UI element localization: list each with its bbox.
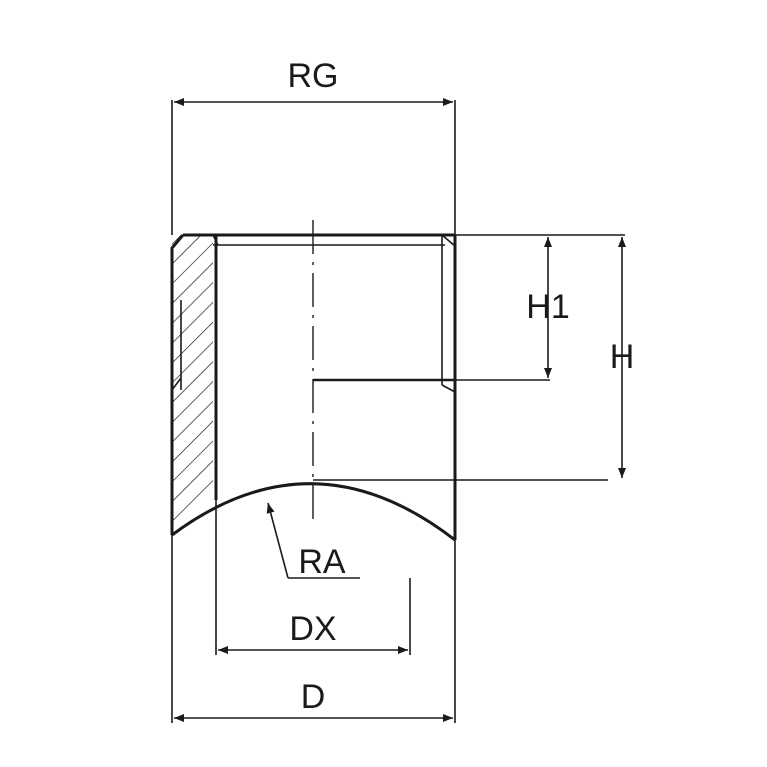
dimension-dx: DX: [215, 500, 411, 655]
dimension-rg: RG: [171, 57, 456, 235]
dimension-h1: H1: [455, 234, 625, 381]
label-dx: DX: [289, 610, 336, 648]
part-outline: [171, 233, 457, 542]
dimension-h: H: [313, 237, 635, 481]
label-d: D: [301, 678, 326, 716]
dimension-d: D: [171, 535, 456, 723]
label-h: H: [610, 338, 635, 376]
hatched-wall-section: [170, 234, 213, 535]
label-ra: RA: [298, 543, 346, 581]
label-h1: H1: [526, 288, 569, 326]
leader-ra: RA: [266, 502, 360, 581]
label-rg: RG: [288, 57, 339, 95]
